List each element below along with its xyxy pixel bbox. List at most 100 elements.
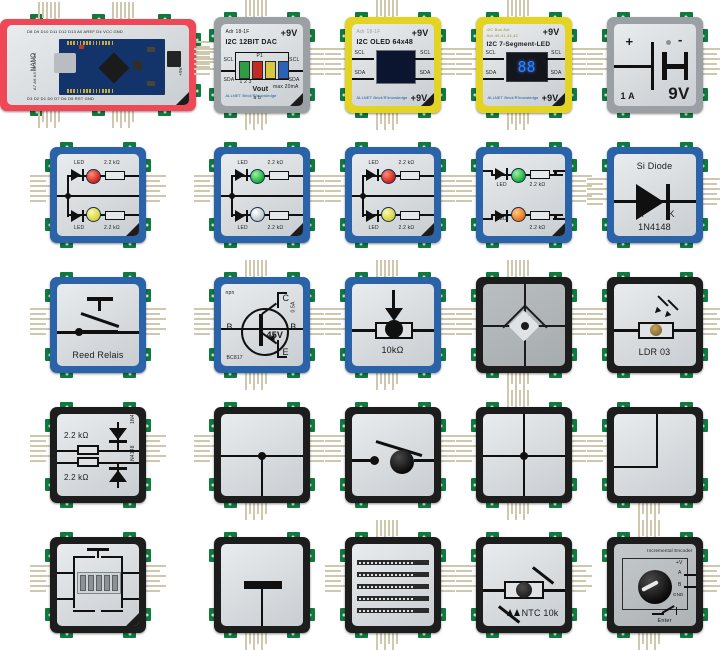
branch-drop-bottom [230, 195, 233, 217]
junction-dot [257, 452, 266, 460]
wiper-knob[interactable] [384, 320, 403, 338]
diode-bar-bottom [109, 467, 127, 470]
connector-pins-left [586, 308, 609, 335]
brick-face: 10kΩ [351, 284, 434, 366]
connector-pins-bottom [506, 498, 529, 520]
diode-triangle-top [109, 428, 127, 440]
breadboard-row-1[interactable] [356, 560, 429, 565]
diode-bar-top [505, 168, 508, 180]
brick-led-green-orange[interactable]: LED 2.2 kΩ LED 2.2 kΩ [455, 142, 592, 248]
brick-resistor-diode-dual[interactable]: 2.2 kΩ 2.2 kΩ 1N4148 1N4148 [30, 402, 166, 508]
transistor-type: npn [225, 290, 235, 296]
trace [545, 58, 565, 61]
pcb-tab [223, 239, 237, 248]
brick-ntc-10k[interactable]: NTC 10k [455, 532, 592, 638]
pcb-tab [679, 629, 693, 638]
brick-face: Incremental Encoder A B GND +V Enter [613, 544, 696, 626]
brick-face: Si Diode A K 1N4148 [613, 154, 696, 236]
connector-pins-top [637, 520, 660, 542]
pcb-tab [417, 12, 431, 21]
pcb-tab [354, 109, 368, 118]
pcb-tab [45, 478, 54, 491]
pcb-tab [616, 402, 630, 411]
pcb-tab [567, 218, 577, 231]
pcb-tab [470, 159, 480, 172]
brick-toggle-switch[interactable] [324, 402, 461, 508]
brick-cross-junction[interactable] [455, 390, 592, 520]
trace [351, 58, 374, 61]
pcb-tab [142, 419, 151, 432]
brick-si-diode[interactable]: Si Diode A K 1N4148 [586, 142, 720, 248]
breadboard-row-3[interactable] [356, 584, 429, 589]
breadboard-row-4[interactable] [356, 596, 429, 601]
branch-bottom [490, 213, 563, 216]
branch-bottom [361, 213, 434, 216]
brick-face [482, 414, 565, 496]
grid-cell-1-3: Adr 18-1F +9V I2C OLED 64x48 SCL SDA SCL… [324, 0, 461, 130]
pcb-tab [548, 239, 562, 248]
branch-drop-top [230, 175, 233, 196]
brick-i2c-oled[interactable]: Adr 18-1F +9V I2C OLED 64x48 SCL SDA SCL… [324, 0, 461, 130]
connector-pins-left [324, 308, 347, 335]
brick-dip-switch[interactable] [30, 532, 166, 638]
dip-switch-4[interactable] [104, 575, 110, 591]
diode-bar-top [109, 440, 127, 443]
vout-label: Vout [252, 86, 269, 93]
grid-cell-5-4: NTC 10k [455, 520, 592, 650]
pcb-tab [60, 142, 73, 151]
brick-incremental-encoder[interactable]: Incremental Encoder A B GND +V Enter [601, 520, 720, 650]
brick-crossover[interactable] [455, 260, 592, 390]
pcb-tab [417, 499, 431, 508]
encoder-knob[interactable] [637, 570, 672, 604]
resistor-top [77, 445, 99, 455]
pcb-tab [305, 549, 315, 562]
dip-switch-2[interactable] [88, 575, 94, 591]
breadboard-row-5[interactable] [356, 608, 429, 613]
pcb-tab [354, 499, 368, 508]
brick-t-end[interactable] [208, 532, 315, 650]
pcb-tab [305, 419, 315, 432]
grid-cell-3-3: 10kΩ [324, 260, 461, 390]
dac-pots[interactable] [238, 61, 289, 79]
brick-t-junction[interactable] [193, 402, 330, 520]
pcb-tab [123, 239, 136, 248]
brick-i2c-12bit-dac[interactable]: Adr 18-1F +9V I2C 12BIT DAC P1 1 2 3 SCL… [193, 0, 330, 130]
pcb-tab [679, 402, 693, 411]
brick-led-red-yellow-2[interactable]: LED 2.2 kΩ LED 2.2 kΩ [324, 142, 461, 248]
dip-bus-right [120, 556, 123, 608]
brick-i2c-7-segment[interactable]: I2C Bus Adr Adr 40,41,44,4C +9V I2C 7-Se… [455, 0, 592, 130]
dip-switch-block[interactable] [77, 572, 121, 594]
sda-label: SDA [354, 70, 366, 76]
grid-cell-5-5: Incremental Encoder A B GND +V Enter [589, 520, 720, 650]
resistor-label-bottom: 2.2 kΩ [64, 473, 89, 482]
brick-arduino-nano[interactable]: D8 D9 D10 D11 D12 D13 A0 AREF D4 VCC GND… [0, 2, 216, 128]
brick-led-red-yellow[interactable]: LED 2.2 kΩ LED 2.2 kΩ [30, 142, 166, 248]
grid-cell-3-1: Reed Relais [0, 260, 196, 390]
pcb-tab [286, 499, 300, 508]
brick-potentiometer-10k[interactable]: 10kΩ [324, 260, 461, 390]
connector-pins-left [193, 175, 216, 202]
pin-label-bottom: D3 D2 D1 D0 D7 D6 D5 RST GND [27, 96, 95, 101]
usb-connector[interactable] [54, 53, 76, 73]
brick-ldr-03[interactable]: LDR 03 [586, 272, 720, 378]
brick-face: 2.2 kΩ 2.2 kΩ 1N4148 1N4148 [57, 414, 139, 496]
brick-transistor-bc817[interactable]: npn B B C E 45V 0.5A BC817 [193, 260, 330, 390]
breadboard-row-2[interactable] [356, 572, 429, 577]
diode-bar-top [245, 169, 248, 181]
pcb-tab [45, 289, 54, 302]
brick-led-green-white[interactable]: LED 2.2 kΩ LED 2.2 kΩ [193, 142, 330, 248]
scl-label: SCL [223, 57, 234, 63]
smd-component [133, 61, 142, 70]
brick-reed-relais[interactable]: Reed Relais [30, 272, 166, 378]
switch-knob[interactable] [389, 450, 414, 474]
dip-switch-1[interactable] [80, 575, 86, 591]
connector-pins-left [193, 48, 216, 75]
brick-corner-connector[interactable] [586, 402, 708, 520]
brick-breadboard[interactable] [324, 520, 461, 650]
dip-switch-5[interactable] [112, 575, 118, 591]
brick-battery-9v[interactable]: + - 1 A 9V [586, 12, 720, 118]
connector-pins-bottom [112, 106, 134, 128]
pcb-tab [698, 29, 708, 42]
resistor-label-top: 2.2 kΩ [267, 160, 284, 166]
dip-switch-3[interactable] [96, 575, 102, 591]
